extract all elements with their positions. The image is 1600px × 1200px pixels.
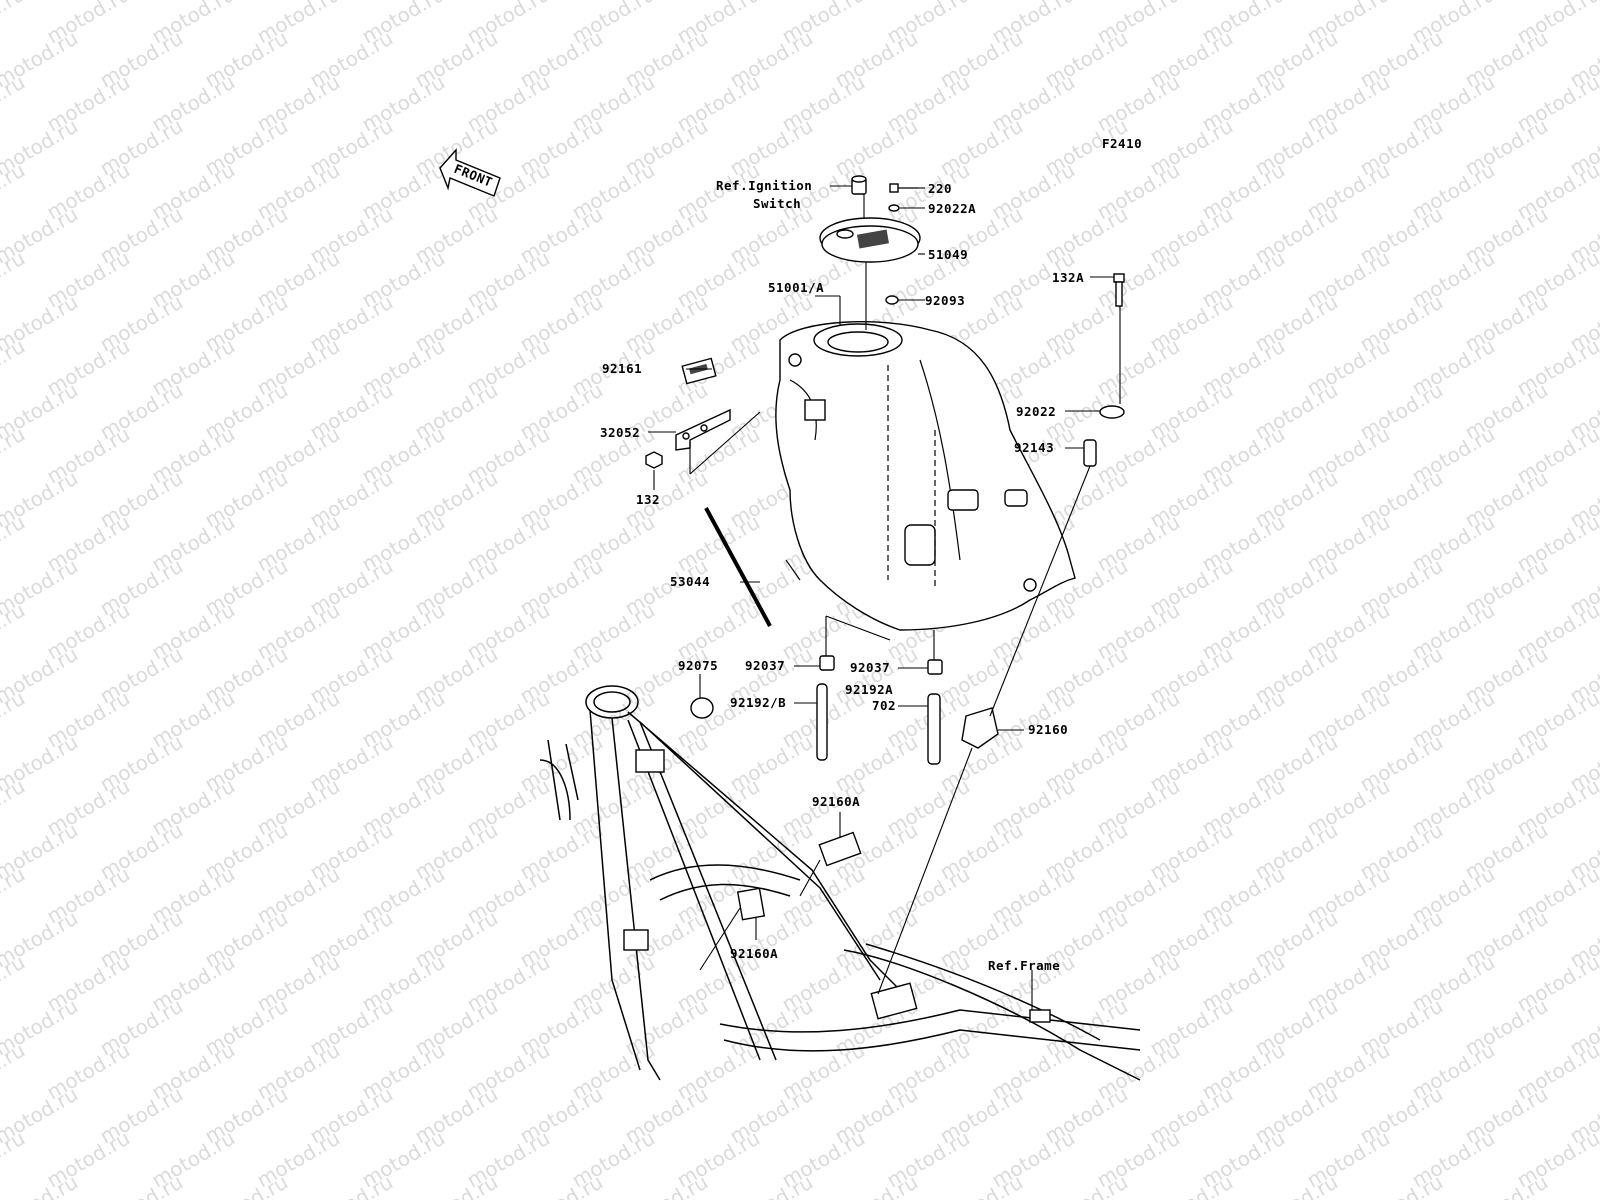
label-92143: 92143: [1014, 440, 1054, 455]
damper-92160A-bottom-part: [736, 887, 766, 921]
label-53044: 53044: [670, 574, 710, 589]
watermark-text: motod.ru: [0, 510, 29, 577]
watermark-text: motod.ru: [0, 158, 29, 225]
damper-92160-part: [961, 707, 999, 749]
watermark-text: motod.ru: [201, 1170, 292, 1200]
callout-labels: Ref.Ignition Switch 220 92022A 51049 510…: [600, 178, 1084, 973]
grommet-92037-left-part: [819, 655, 835, 671]
watermark-text: motod.ru: [0, 1126, 29, 1193]
watermark-text: motod.ru: [0, 950, 29, 1017]
label-32052: 32052: [600, 425, 640, 440]
watermark-text: motod.ru: [306, 1170, 397, 1200]
ignition-switch-cap-part: [851, 175, 867, 195]
watermark-text: motod.ru: [1251, 1170, 1342, 1200]
watermark-text: motod.ru: [516, 1170, 607, 1200]
watermark-text: motod.ru: [0, 1170, 82, 1200]
bolt-132A-part: [1113, 273, 1125, 307]
watermark-text: motod.ru: [936, 1170, 1027, 1200]
watermark-text: motod.ru: [0, 422, 29, 489]
watermark-text: motod.ru: [0, 246, 29, 313]
bolt-220-part: [889, 183, 918, 193]
label-ref-ignition-switch: Ref.Ignition: [716, 178, 812, 193]
label-92192B: 92192/B: [730, 695, 786, 710]
label-ref-frame: Ref.Frame: [988, 958, 1060, 973]
front-arrow-marker: FRONT: [439, 148, 501, 197]
watermark-text: motod.ru: [0, 686, 29, 753]
label-51049: 51049: [928, 247, 968, 262]
watermark-text: motod.ru: [1356, 1170, 1447, 1200]
label-92037-left: 92037: [745, 658, 785, 673]
label-132: 132: [636, 492, 660, 507]
label-92160A-bottom: 92160A: [730, 946, 778, 961]
nut-132-part: [645, 451, 663, 469]
watermark-text: motod.ru: [411, 1170, 502, 1200]
washer-92022A-part: [888, 204, 900, 212]
washer-92022-part: [1099, 405, 1125, 419]
label-220: 220: [928, 181, 952, 196]
label-51001A: 51001/A: [768, 280, 824, 295]
watermark-text: motod.ru: [1566, 1170, 1600, 1200]
label-92022: 92022: [1016, 404, 1056, 419]
fuel-tank-51001A-part: [775, 321, 1076, 631]
watermark-text: motod.ru: [0, 0, 29, 48]
watermark-text: motod.ru: [621, 1170, 712, 1200]
leader-lines: [648, 185, 1121, 1010]
watermark-text: motod.ru: [1461, 1170, 1552, 1200]
watermark-text: motod.ru: [0, 334, 29, 401]
label-92022A: 92022A: [928, 201, 976, 216]
label-702: 702: [872, 698, 896, 713]
hose-92192A-part: [927, 693, 941, 765]
motorcycle-frame-part: [539, 685, 1141, 1081]
label-92037-right: 92037: [850, 660, 890, 675]
label-92192A: 92192A: [845, 682, 893, 697]
strip-53044-part: [704, 507, 772, 627]
watermark-text: motod.ru: [0, 1038, 29, 1105]
damper-92075-part: [690, 697, 714, 719]
watermark-text: motod.ru: [0, 774, 29, 841]
damper-92160A-top-part: [818, 831, 862, 867]
label-92093: 92093: [925, 293, 965, 308]
watermark-text: motod.ru: [1146, 1170, 1237, 1200]
watermark-text: motod.ru: [726, 1170, 817, 1200]
watermark-text: motod.ru: [1041, 1170, 1132, 1200]
figure-code: F2410: [1102, 136, 1142, 151]
watermark-text: motod.ru: [0, 862, 29, 929]
fuel-cap-51049-part: [819, 217, 921, 263]
grommet-92037-right-part: [927, 659, 943, 675]
label-132A: 132A: [1052, 270, 1084, 285]
label-ref-ignition-switch-line2: Switch: [753, 196, 801, 211]
label-92075: 92075: [678, 658, 718, 673]
watermark-text: motod.ru: [96, 1170, 187, 1200]
hose-92192B-part: [816, 683, 828, 761]
nut-92093-part: [885, 295, 899, 305]
label-92161: 92161: [602, 361, 642, 376]
watermark-text: motod.ru: [831, 1170, 922, 1200]
watermark-text: motod.ru: [0, 70, 29, 137]
label-92160: 92160: [1028, 722, 1068, 737]
collar-92143-part: [1083, 439, 1097, 467]
label-92160A-top: 92160A: [812, 794, 860, 809]
watermark-text: motod.ru: [0, 598, 29, 665]
